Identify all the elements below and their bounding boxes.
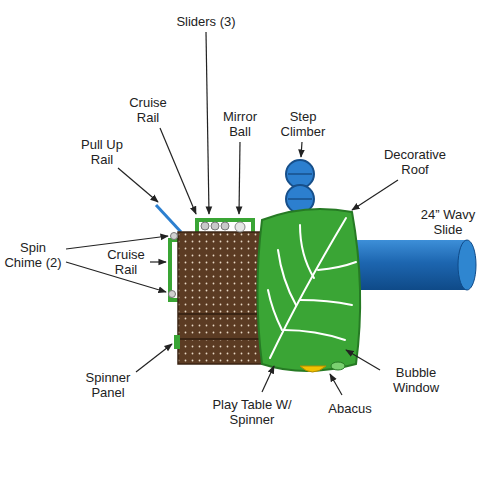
leader-line (352, 180, 398, 210)
part-label: Step Climber (273, 109, 333, 139)
part-label: Mirror Ball (215, 109, 265, 139)
slide-tube (345, 240, 467, 290)
leader-lines (66, 32, 398, 395)
leaf-vein (270, 218, 346, 358)
leader-line (150, 261, 166, 262)
part-label: Bubble Window (383, 365, 449, 395)
spin-chime (171, 233, 178, 240)
part-label: Spin Chime (2) (3, 240, 63, 270)
step-rung (288, 173, 312, 175)
slider (211, 222, 219, 230)
wavy-slide (345, 240, 476, 290)
part-label: Spinner Panel (75, 370, 141, 400)
slider (221, 222, 229, 230)
leader-line (346, 350, 380, 370)
part-label: Decorative Roof (370, 147, 460, 177)
slide-exit (458, 240, 476, 290)
leader-line (118, 168, 158, 202)
spinner-panel (174, 335, 180, 349)
climber-step (286, 160, 314, 188)
leader-line (160, 128, 196, 214)
step-rung (288, 198, 312, 200)
spin-chime (169, 291, 176, 298)
pull-up-rail (156, 205, 181, 232)
cruise-rail-top (197, 220, 253, 232)
leader-line (301, 142, 302, 157)
leaf-vein (318, 262, 356, 270)
mirror-ball (235, 222, 245, 232)
leaf-vein (268, 290, 282, 330)
leader-line (262, 366, 274, 392)
leaf-vein (300, 225, 314, 278)
leaf-veins (268, 218, 356, 358)
leaf-vein (284, 330, 345, 340)
roof-leaf (258, 209, 361, 371)
leaf-vein (300, 300, 352, 305)
part-label: Cruise Rail (123, 95, 173, 125)
bubble-window (331, 362, 345, 370)
leaf-vein (278, 250, 296, 305)
part-label: Sliders (3) (161, 14, 251, 29)
leader-line (239, 142, 240, 214)
decorative-roof (258, 209, 361, 372)
leader-line (206, 32, 209, 214)
part-label: Abacus (320, 401, 380, 416)
part-label: Cruise Rail (103, 247, 149, 277)
part-label: 24” Wavy Slide (418, 207, 478, 237)
slider (201, 222, 209, 230)
leader-line (330, 374, 342, 395)
leader-line (136, 344, 172, 372)
abacus (300, 366, 326, 372)
part-label: Play Table W/ Spinner (212, 397, 292, 427)
part-label: Pull Up Rail (77, 137, 127, 167)
